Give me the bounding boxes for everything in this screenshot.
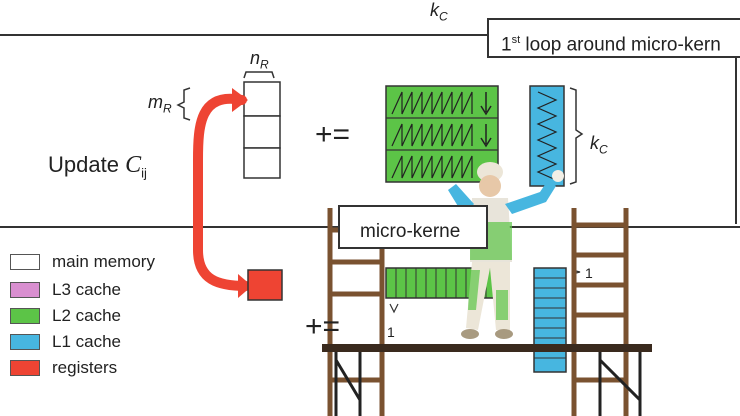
b-panel-zigzag (536, 91, 558, 181)
update-cij-label: Update Cij (48, 152, 147, 181)
right-edge-line (735, 34, 737, 224)
lower-one-label: 1 (387, 324, 395, 340)
first-loop-box: 1st loop around micro-kern (487, 18, 740, 58)
c-tile-cell-3 (243, 147, 281, 179)
register-arrow-head-top (232, 88, 248, 112)
nr-brace (243, 71, 275, 79)
scaffold-plank (322, 344, 652, 352)
a-panel-zigzag-2 (391, 123, 473, 147)
legend-swatch (10, 334, 40, 350)
mr-brace (176, 87, 191, 121)
legend-swatch (10, 282, 40, 298)
legend-swatch (10, 308, 40, 324)
nr-label: nR (250, 48, 269, 72)
kc-top-label: kC (430, 0, 448, 24)
kc-right-brace (569, 87, 584, 185)
micro-kernel-box: micro-kerne (338, 205, 488, 249)
register-block (247, 269, 283, 301)
mr-label: mR (148, 92, 172, 116)
c-tile-cell-2 (243, 115, 281, 149)
right-one-label: 1 (585, 265, 593, 281)
a-panel-zigzag-1 (391, 91, 473, 115)
legend-swatch (10, 254, 40, 270)
plus-equals-top: += (315, 118, 351, 151)
scaffold-frame (334, 352, 642, 416)
top-divider-line (0, 34, 487, 36)
plus-equals-bottom: += (305, 310, 341, 343)
register-arrow-head-bottom (238, 274, 252, 298)
c-tile-cell-1 (243, 81, 281, 117)
legend-swatch (10, 360, 40, 376)
right-ladder (571, 208, 629, 416)
a-panel-zigzag-3 (391, 155, 473, 179)
register-load-arrow (193, 93, 251, 291)
lower-l1-column (533, 267, 567, 373)
middle-divider-line (0, 226, 338, 228)
kc-right-label: kC (590, 133, 608, 157)
